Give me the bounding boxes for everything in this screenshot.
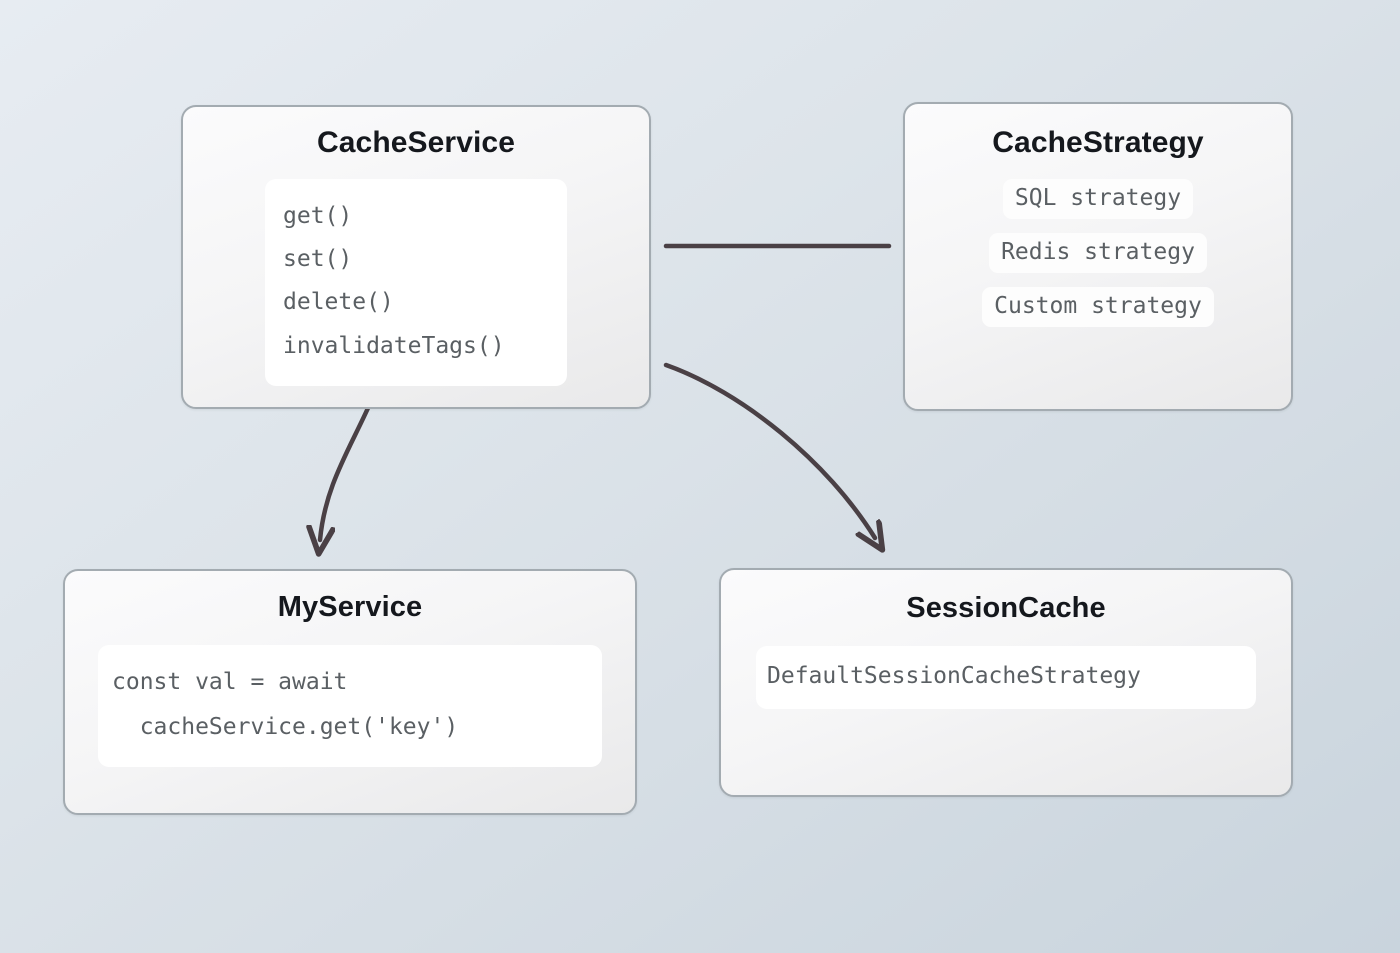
- node-session-cache-code: DefaultSessionCacheStrategy: [756, 646, 1256, 709]
- node-my-service[interactable]: MyService const val = await cacheService…: [63, 569, 637, 815]
- strategy-row: Redis strategy: [905, 233, 1291, 273]
- node-cache-service-methods: get() set() delete() invalidateTags(): [265, 179, 567, 386]
- node-cache-strategy-title: CacheStrategy: [992, 126, 1204, 159]
- strategy-redis: Redis strategy: [989, 233, 1207, 273]
- node-session-cache[interactable]: SessionCache DefaultSessionCacheStrategy: [719, 568, 1293, 797]
- node-cache-service[interactable]: CacheService get() set() delete() invali…: [181, 105, 651, 409]
- connector-cache-service-to-my-service: [320, 405, 371, 540]
- strategy-custom: Custom strategy: [982, 287, 1214, 327]
- code-line-2: cacheService.get('key'): [112, 713, 459, 740]
- node-cache-strategy[interactable]: CacheStrategy SQL strategy Redis strateg…: [903, 102, 1293, 411]
- code-line-1: const val = await: [112, 669, 348, 695]
- node-my-service-code: const val = await cacheService.get('key'…: [98, 645, 602, 767]
- strategy-list: SQL strategy Redis strategy Custom strat…: [905, 179, 1291, 327]
- node-my-service-title: MyService: [277, 591, 423, 623]
- method-set: set(): [283, 246, 353, 273]
- method-get: get(): [283, 203, 353, 229]
- strategy-row: SQL strategy: [905, 179, 1291, 219]
- method-invalidate-tags: invalidateTags(): [283, 332, 505, 359]
- default-session-cache-strategy: DefaultSessionCacheStrategy: [767, 663, 1141, 689]
- node-cache-service-title: CacheService: [316, 126, 515, 159]
- strategy-row: Custom strategy: [905, 287, 1291, 327]
- strategy-sql: SQL strategy: [1002, 179, 1194, 219]
- method-delete: delete(): [283, 289, 394, 316]
- node-session-cache-title: SessionCache: [906, 592, 1106, 624]
- connector-cache-service-to-session-cache: [663, 362, 875, 538]
